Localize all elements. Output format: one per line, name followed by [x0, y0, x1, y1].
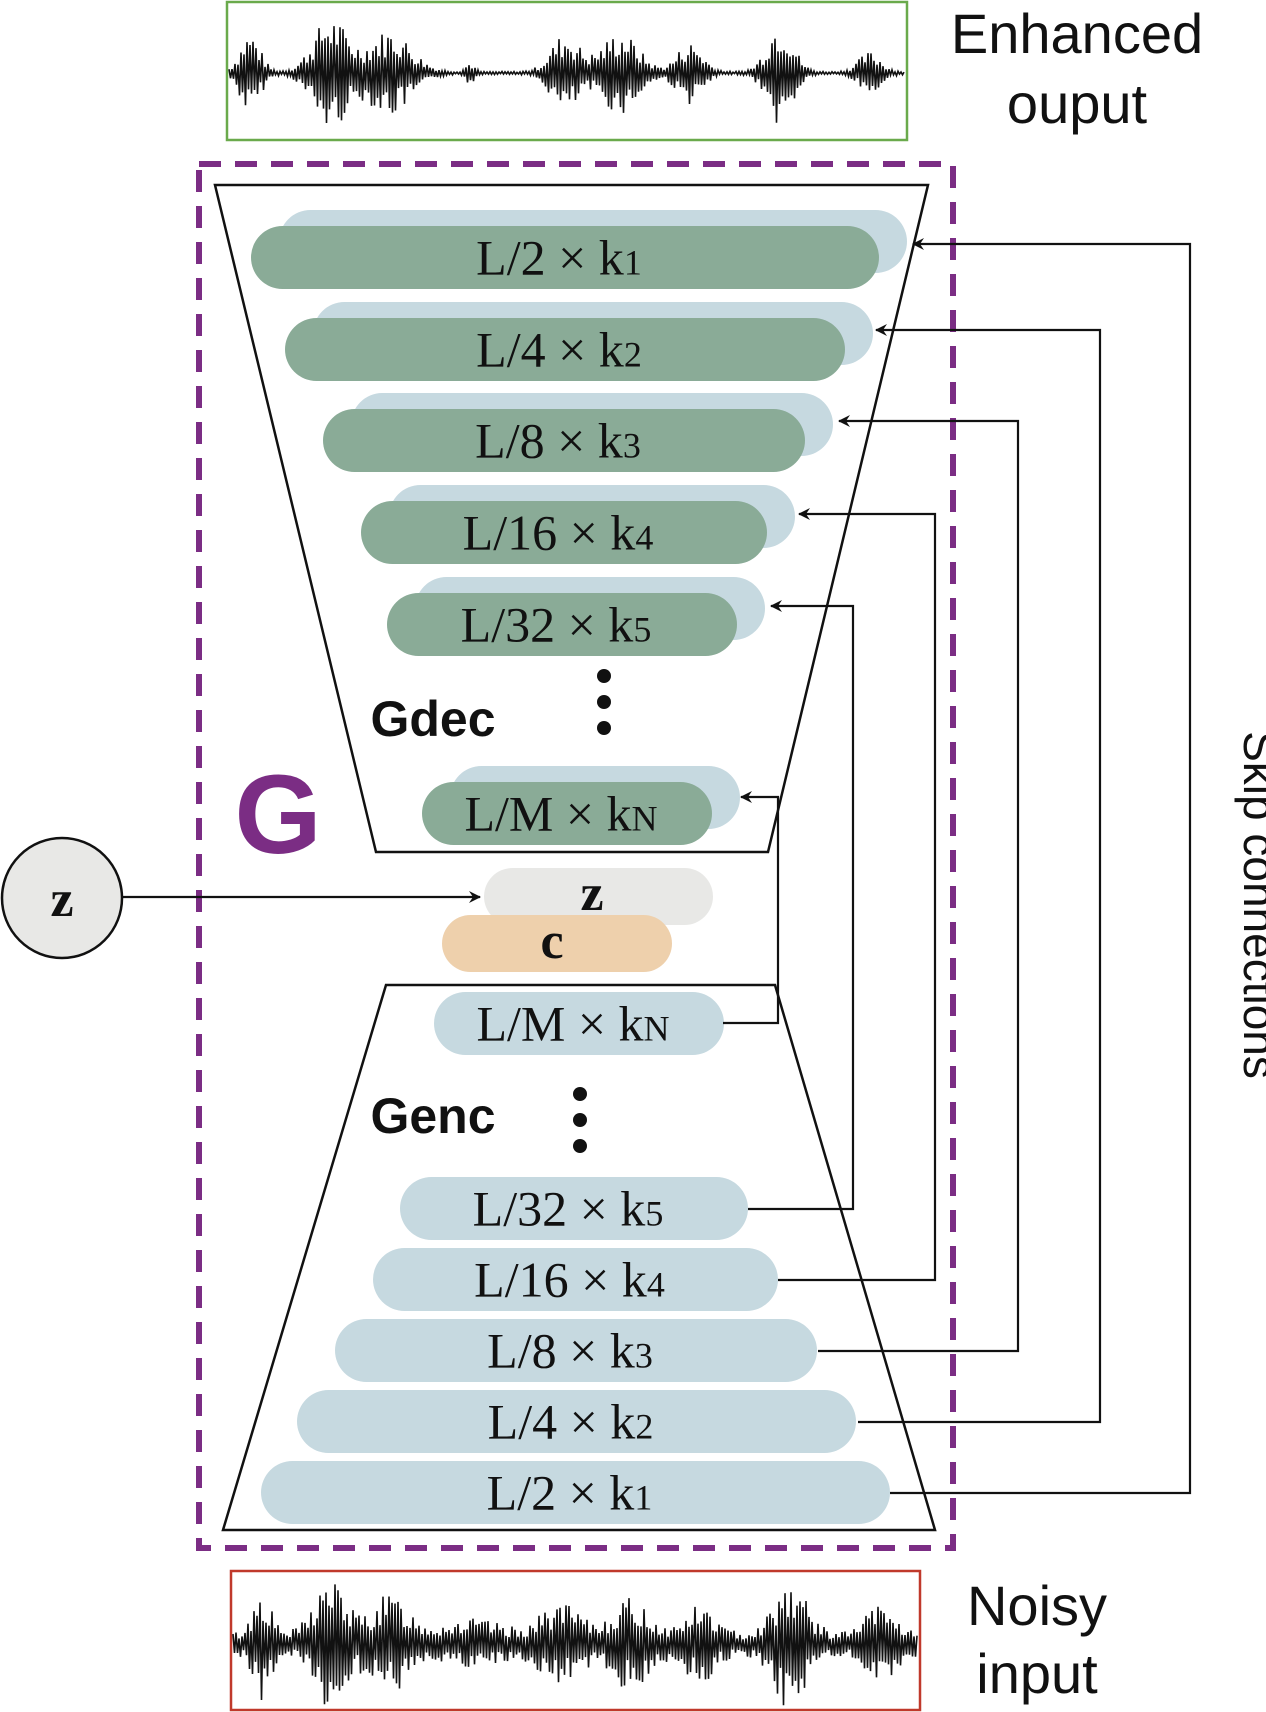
- decoder-layer-5: [387, 593, 737, 656]
- decoder-layer-4: [361, 501, 767, 564]
- skip-connection-lines: [723, 238, 1192, 1495]
- encoder-layer-1: [434, 992, 724, 1055]
- skip-connection-1: [890, 238, 1192, 1495]
- encoder-layer-5: [297, 1390, 856, 1453]
- decoder-ellipsis: [597, 669, 611, 735]
- decoder-trapezoid: [213, 183, 930, 854]
- encoder-layer-5-label: L/4 × k2: [488, 1394, 654, 1450]
- decoder-layer-4-label: L/16 × k4: [463, 505, 654, 561]
- enhanced-output-label-line2: ouput: [1007, 72, 1148, 135]
- encoder-ellipsis: [573, 1087, 587, 1153]
- encoder-layer-3: [373, 1248, 778, 1311]
- encoder-layer-stack: L/M × kN L/32 × k5 L/16 × k4 L/8 × k3 L/4 × …: [261, 992, 890, 1524]
- noisy-input-label-line1: Noisy: [967, 1574, 1107, 1637]
- c-condition-block: [442, 915, 672, 972]
- skip-connection-5: [748, 600, 855, 1211]
- encoder-layer-6-label: L/2 × k1: [487, 1465, 653, 1521]
- encoder-trapezoid: [221, 983, 937, 1532]
- decoder-layer-2-label: L/4 × k2: [476, 322, 642, 378]
- skip-connection-n: [723, 791, 780, 1025]
- decoder-layer-3-label: L/8 × k3: [475, 413, 641, 469]
- encoder-layer-2-label: L/32 × k5: [473, 1181, 664, 1237]
- c-condition-block-label: c: [540, 913, 563, 970]
- encoder-layer-1-label: L/M × kN: [476, 996, 669, 1052]
- encoder-layer-4-label: L/8 × k3: [487, 1323, 653, 1379]
- generator-boundary: [196, 161, 956, 1551]
- skip-connection-3: [818, 415, 1020, 1353]
- skip-connections-label: Skip connections: [1234, 731, 1266, 1079]
- encoder-layer-4: [335, 1319, 817, 1382]
- decoder-layer-5-label: L/32 × k5: [461, 597, 652, 653]
- encoder-label: Genc: [370, 1088, 495, 1144]
- decoder-layer-6-label: L/M × kN: [464, 786, 657, 842]
- z-latent-block: [484, 868, 713, 925]
- decoder-label: Gdec: [370, 691, 495, 747]
- generator-label: G: [234, 752, 321, 877]
- noisy-waveform-signal: [232, 1584, 918, 1706]
- encoder-layer-3-label: L/16 × k4: [474, 1252, 665, 1308]
- enhanced-output-waveform: [225, 0, 909, 142]
- noisy-input-label-line2: input: [976, 1642, 1098, 1705]
- decoder-layer-2: [285, 318, 845, 381]
- enhanced-output-label-line1: Enhanced: [951, 2, 1203, 65]
- noisy-input-waveform: [229, 1569, 922, 1712]
- encoder-layer-2: [400, 1177, 748, 1240]
- z-latent-block-label: z: [580, 865, 603, 922]
- skip-connection-2: [858, 324, 1102, 1424]
- skip-connection-4: [778, 508, 937, 1282]
- z-input-node-label: z: [50, 871, 73, 928]
- encoder-layer-6: [261, 1461, 890, 1524]
- decoder-layer-1-label: L/2 × k1: [476, 230, 642, 286]
- enhanced-waveform-signal: [228, 26, 905, 124]
- decoder-layer-stack: L/2 × k1 L/4 × k2 L/8 × k3 L/16 × k4 L/32 × …: [251, 210, 907, 845]
- decoder-layer-6: [422, 782, 712, 845]
- decoder-layer-3: [323, 409, 805, 472]
- decoder-layer-1: [251, 226, 879, 289]
